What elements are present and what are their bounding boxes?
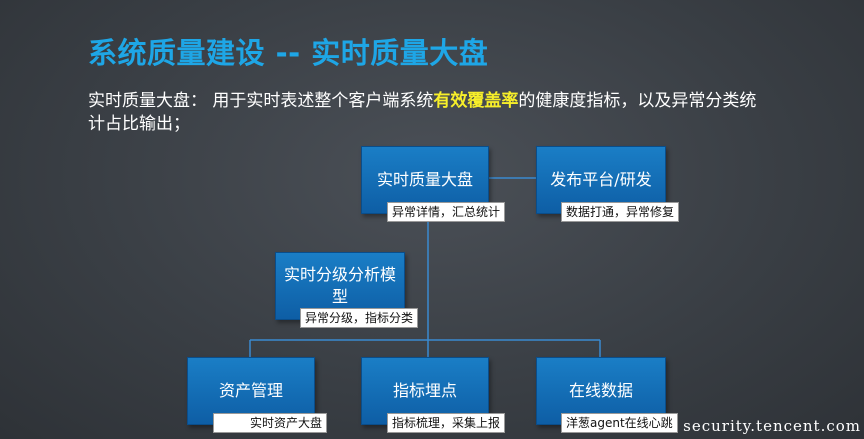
node-analysis-label: 实时分级分析模型 [283,265,396,306]
node-assets-label: 资产管理 [218,381,283,400]
node-dashboard-tag: 异常详情，汇总统计 [387,202,506,222]
description-text-2: 的健康度指标，以及异常分类统计占比输出； [88,91,757,134]
watermark: security.tencent.com [683,417,861,435]
node-analysis-tag: 异常分级，指标分类 [300,308,419,328]
description-highlight: 有效覆盖率 [433,91,519,111]
node-online-tag: 洋葱agent在线心跳 [561,413,678,433]
node-release-tag: 数据打通，异常修复 [561,202,680,222]
node-online-label: 在线数据 [568,381,633,400]
node-metrics-tag: 指标梳理，采集上报 [387,413,506,433]
node-metrics-label: 指标埋点 [392,381,457,400]
node-dashboard-label: 实时质量大盘 [376,170,473,189]
slide-description: 实时质量大盘： 用于实时表述整个客户端系统有效覆盖率的健康度指标，以及异常分类统… [88,90,768,136]
node-release-label: 发布平台/研发 [550,170,652,189]
node-assets-tag: 实时资产大盘 [213,413,328,433]
slide-title: 系统质量建设 -- 实时质量大盘 [88,36,489,70]
description-text-1: 实时质量大盘： 用于实时表述整个客户端系统 [88,91,434,111]
